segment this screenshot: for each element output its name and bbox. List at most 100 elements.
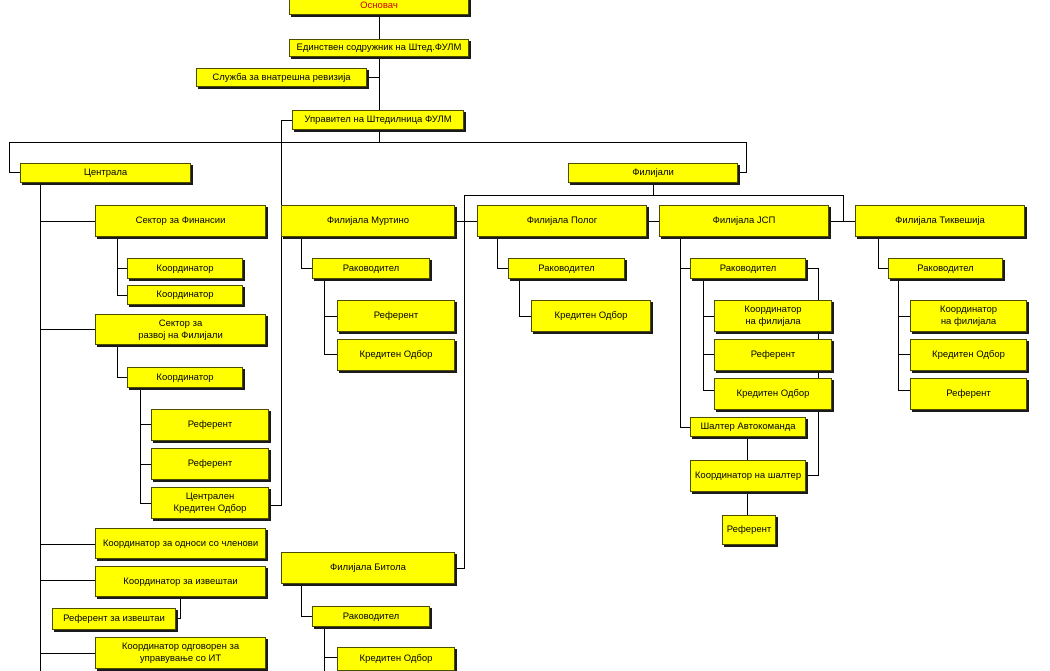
connector [747,492,748,515]
connector [829,221,855,222]
connector [878,268,888,269]
connector [703,279,704,390]
node-finance-sector: Сектор за Финансии [95,205,266,237]
connector [269,505,282,506]
connector [898,279,899,390]
node-polog-head: Раководител [508,258,625,279]
node-sole-partner: Единствен содружник на Штед.ФУЛМ [289,39,469,57]
connector [878,237,879,269]
connector [379,130,380,142]
connector [818,268,819,476]
connector [680,268,690,269]
connector [117,295,127,296]
node-internal-audit: Служба за внатрешна ревизија [196,68,367,87]
node-member-relations-coordinator: Координатор за односи со членови [95,528,266,559]
connector [806,268,818,269]
connector [40,329,95,330]
node-founder: Основач [289,0,469,15]
connector [497,237,498,269]
connector [9,142,747,143]
node-jsp-head: Раководител [690,258,806,279]
connector [324,657,337,658]
connector [117,377,127,378]
connector [324,354,337,355]
node-jsp-counter-coordinator: Координатор на шалтер [690,460,806,492]
node-central: Централа [20,163,191,183]
connector [180,597,181,618]
connector [40,221,95,222]
connector [176,618,181,619]
node-bitola-credit-board: Кредитен Одбор [337,647,455,671]
node-development-sector: Сектор за развој на Филијали [95,314,266,345]
node-jsp-branch-coordinator: Координатор на филијала [714,300,832,332]
connector [140,464,151,465]
connector [367,77,379,78]
node-reports-referent: Референт за извештаи [52,608,176,630]
connector [281,120,292,121]
node-it-coordinator: Координатор одговорен за управување со И… [95,637,266,669]
node-polog-credit-board: Кредитен Одбор [531,300,651,332]
connector [464,195,844,196]
connector [9,142,10,172]
connector [9,172,20,173]
connector [455,568,465,569]
node-finance-coordinator: Координатор [127,285,243,305]
connector [898,390,910,391]
connector [680,427,690,428]
connector [738,172,747,173]
connector [40,544,95,545]
node-branch-polog: Филијала Полог [477,205,647,237]
connector [746,142,747,172]
connector [455,221,477,222]
node-tikves-credit-board: Кредитен Одбор [910,339,1027,371]
node-manager: Управител на Штедилница ФУЛМ [292,110,464,130]
connector [703,390,714,391]
node-finance-coordinator: Координатор [127,258,243,279]
node-jsp-credit-board: Кредитен Одбор [714,378,832,410]
connector [806,475,819,476]
connector [324,627,325,671]
node-reports-coordinator: Координатор за извештаи [95,566,266,597]
connector [653,183,654,195]
node-central-credit-board: Централен Кредитен Одбор [151,487,269,519]
connector [324,316,337,317]
node-bitola-head: Раководител [312,606,430,627]
connector [843,195,844,221]
connector [464,195,465,569]
node-branch-bitola: Филијала Битола [281,552,455,584]
connector [519,279,520,316]
node-development-referent: Референт [151,448,269,480]
node-tikves-referent: Референт [910,378,1027,410]
node-jsp-counter-referent: Референт [722,515,776,545]
connector [301,268,312,269]
node-branches: Филијали [568,163,738,183]
connector [301,616,312,617]
node-tikves-branch-coordinator: Координатор на филијала [910,300,1027,332]
node-jsp-referent: Референт [714,339,832,371]
connector [40,653,95,654]
connector [898,316,910,317]
connector [519,316,531,317]
connector [117,345,118,378]
connector [40,580,95,581]
node-development-referent: Референт [151,409,269,441]
connector [140,388,141,503]
node-branch-murtino: Филијала Муртино [281,205,455,237]
connector [747,437,748,460]
connector [680,237,681,427]
node-branch-tikves: Филијала Тиквешија [855,205,1025,237]
node-murtino-credit-board: Кредитен Одбор [337,339,455,371]
node-development-coordinator: Координатор [127,367,243,388]
connector [117,268,127,269]
connector [379,15,380,39]
connector [379,57,380,110]
connector [497,268,508,269]
connector [703,316,714,317]
node-murtino-head: Раководител [312,258,430,279]
connector [281,120,282,505]
node-murtino-referent: Референт [337,300,455,332]
node-branch-jsp: Филијала ЈСП [659,205,829,237]
connector [40,183,41,671]
connector [301,237,302,269]
